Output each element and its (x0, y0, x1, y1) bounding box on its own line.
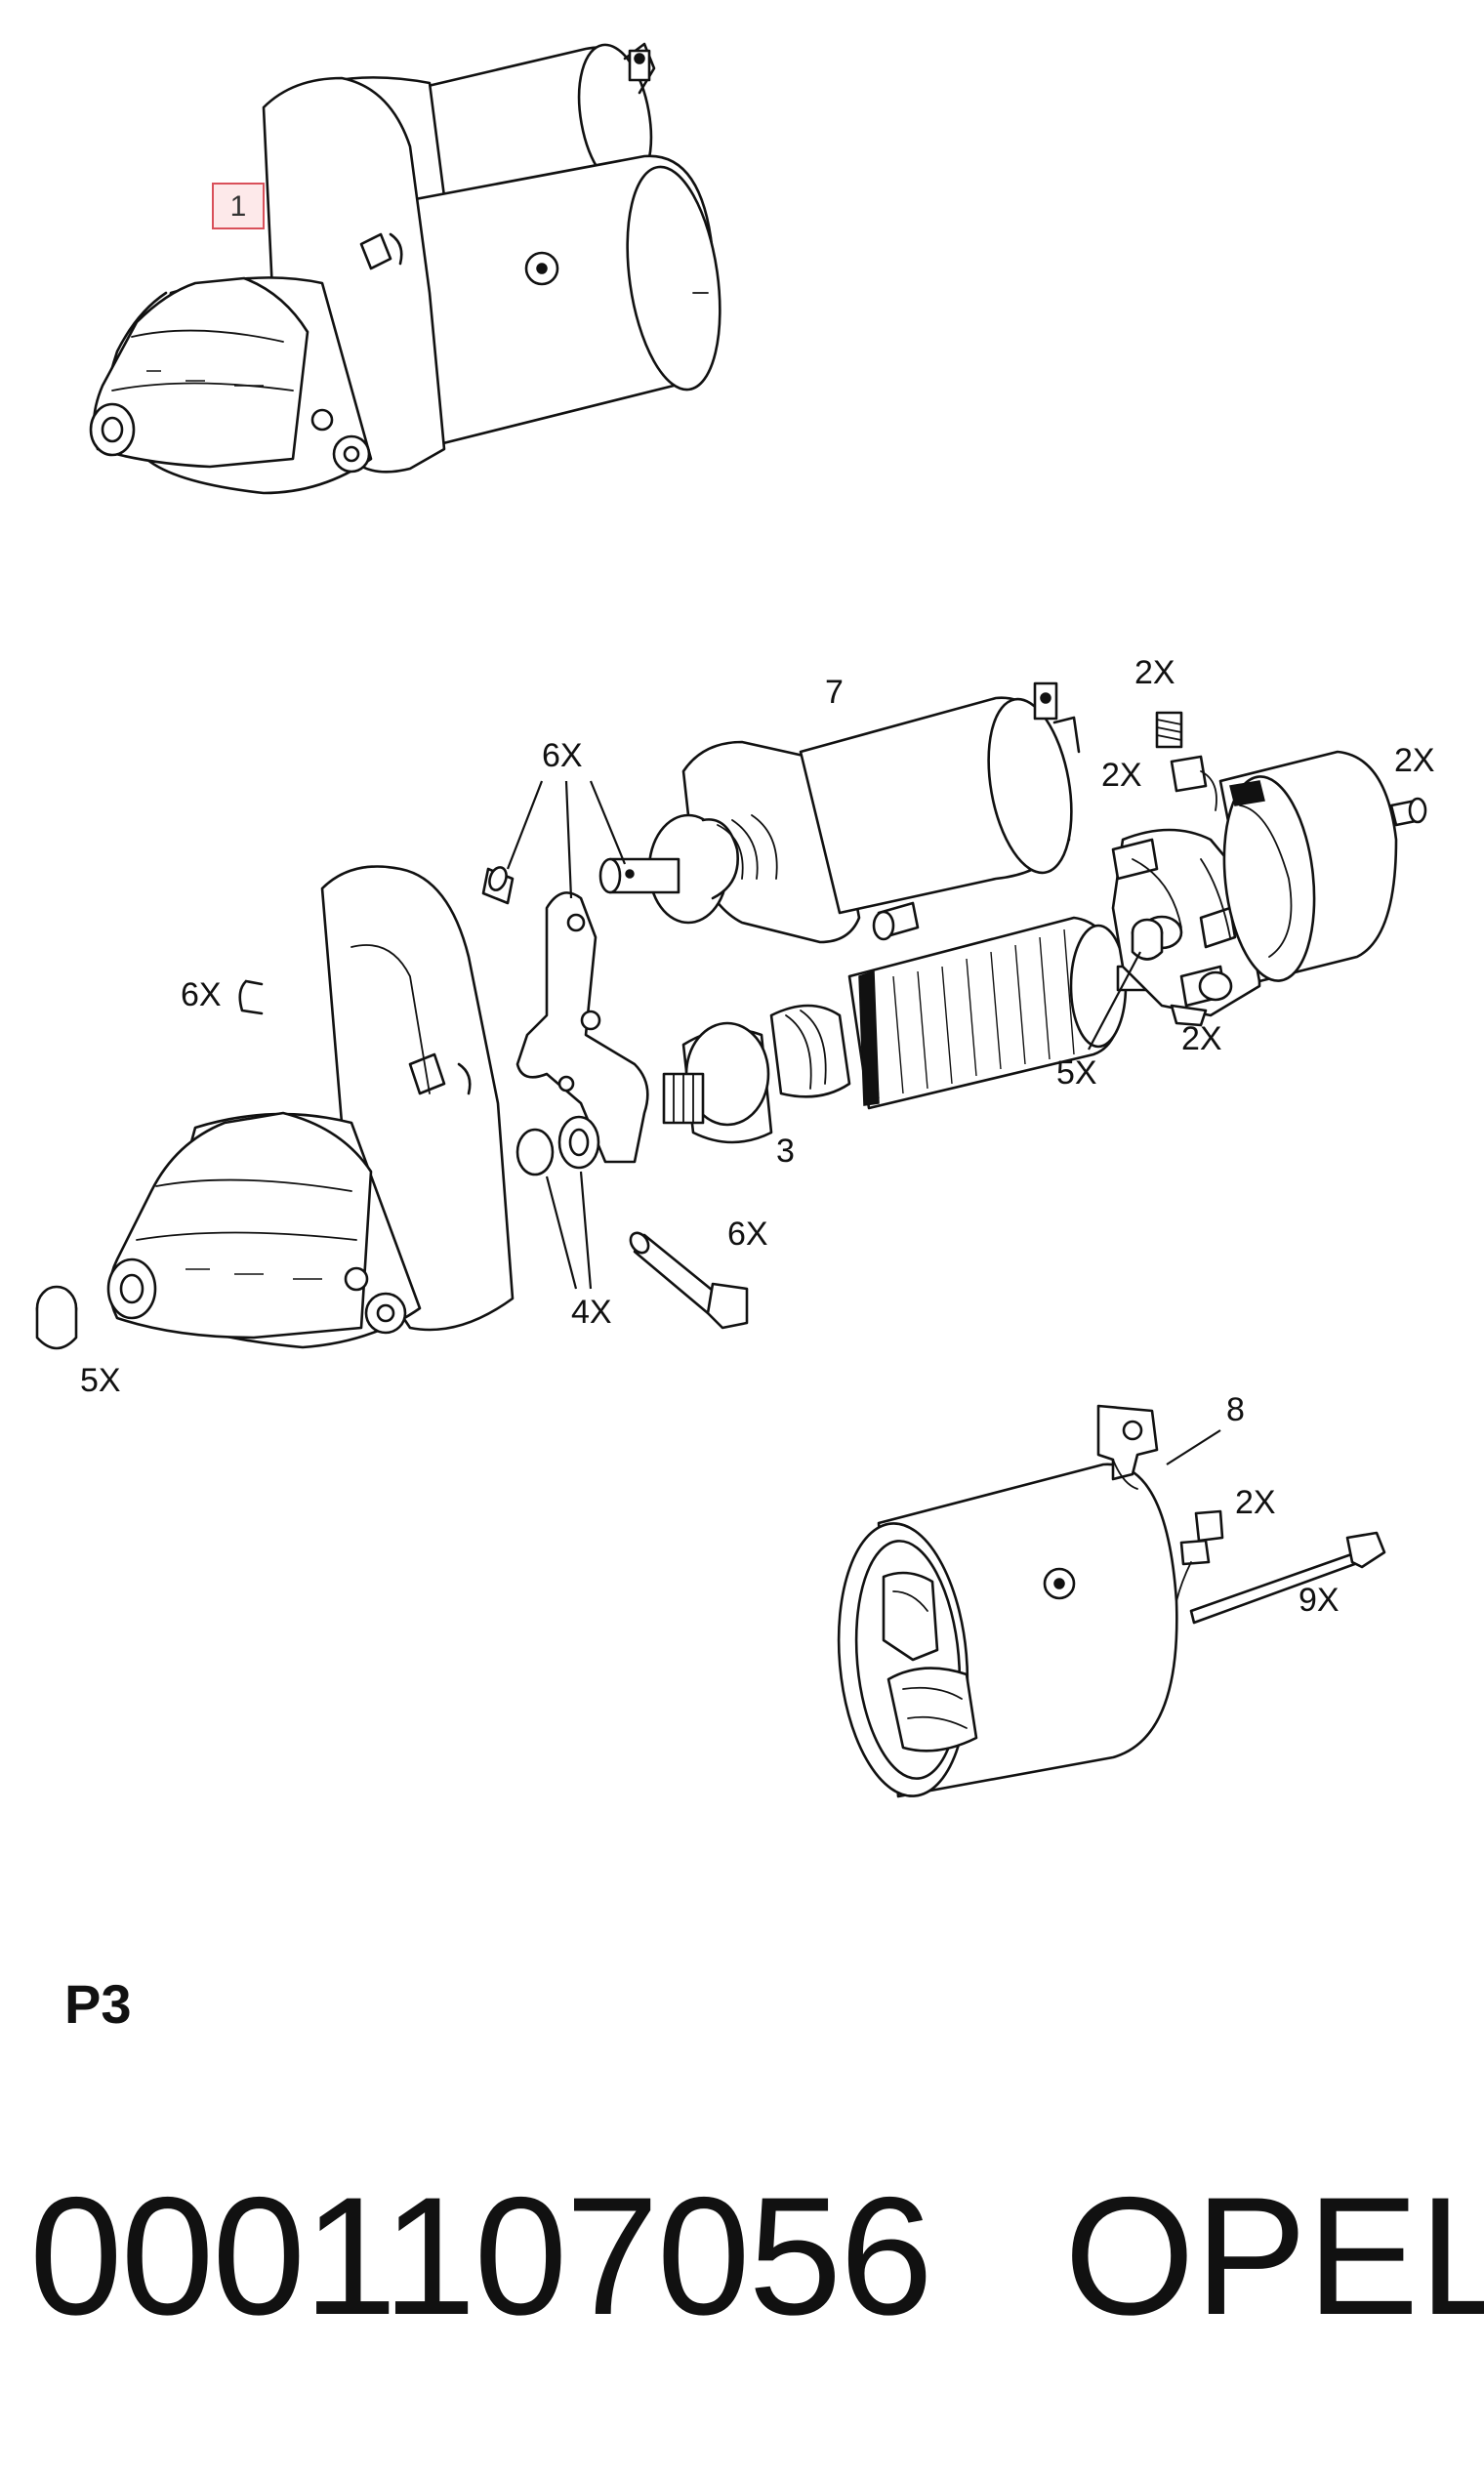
pin (481, 866, 515, 905)
page-tag: P3 (64, 1973, 132, 2035)
long-through-bolt (1189, 1531, 1386, 1625)
label-commutator-bushing-5x: 5X (1056, 951, 1141, 1092)
svg-text:2X: 2X (1181, 1020, 1222, 1057)
through-bolt-lower (629, 1231, 749, 1330)
field-brush (1175, 1509, 1224, 1602)
svg-text:2X: 2X (1235, 1484, 1276, 1521)
brand-name: OPEL (1064, 2163, 1484, 2350)
label-brush-bottom-2x: 2X (1181, 1020, 1222, 1057)
svg-text:6X: 6X (542, 737, 583, 774)
svg-text:1: 1 (230, 190, 247, 223)
drive-end-housing (106, 865, 515, 1349)
label-brush-top-2x: 2X (1101, 757, 1142, 794)
brush-top (1170, 755, 1217, 811)
label-bushing-5x: 5X (80, 1362, 121, 1399)
commutator-bushing (1131, 918, 1164, 961)
starter-motor-exploded-diagram: 1 (35, 42, 1435, 1798)
commutator-end-cap (1218, 750, 1398, 983)
washer-clip-left (238, 979, 264, 1015)
callout-item-1[interactable]: 1 (212, 183, 265, 229)
svg-text:7: 7 (825, 674, 844, 711)
svg-text:8: 8 (1226, 1391, 1245, 1428)
label-field-brush-2x: 2X (1235, 1484, 1276, 1521)
label-spring-2x: 2X (1134, 654, 1175, 691)
svg-text:4X: 4X (571, 1294, 612, 1331)
shift-lever-fork (515, 891, 649, 1176)
label-bolt-6x: 6X (727, 1216, 768, 1253)
armature (662, 916, 1168, 1144)
part-number: 0001107056 (29, 2163, 933, 2350)
solenoid-screw (872, 901, 920, 941)
svg-text:2X: 2X (1394, 742, 1435, 779)
svg-text:2X: 2X (1101, 757, 1142, 794)
svg-text:2X: 2X (1134, 654, 1175, 691)
field-frame-housing (837, 1463, 1178, 1798)
svg-text:5X: 5X (1056, 1054, 1097, 1092)
svg-text:6X: 6X (727, 1216, 768, 1253)
label-through-bolt-9x: 9X (1298, 1582, 1340, 1619)
label-pin-6x: 6X (506, 737, 627, 899)
label-field-link-8: 8 (1166, 1391, 1245, 1465)
solenoid-switch (598, 681, 1081, 944)
svg-text:5X: 5X (80, 1362, 121, 1399)
label-screw-right-2x: 2X (1394, 742, 1435, 779)
svg-text:3: 3 (776, 1133, 795, 1170)
bushing-left (35, 1285, 78, 1350)
label-lever-4x: 4X (545, 1171, 612, 1331)
assembled-starter-motor (89, 42, 721, 495)
cap-screw-right (1389, 797, 1427, 827)
svg-text:6X: 6X (181, 976, 222, 1013)
label-washer-6x: 6X (181, 976, 222, 1013)
label-armature-3: 3 (776, 1133, 795, 1170)
field-link-plate (1096, 1404, 1159, 1490)
brush-spring (1155, 711, 1183, 749)
label-solenoid-7: 7 (825, 674, 844, 711)
svg-text:9X: 9X (1298, 1582, 1340, 1619)
